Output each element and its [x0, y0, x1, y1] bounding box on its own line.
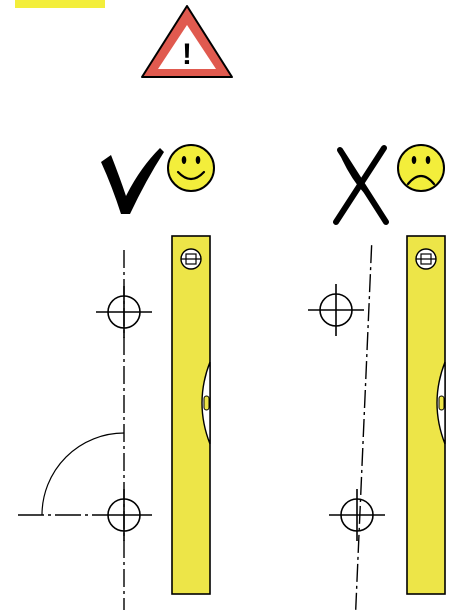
lower-hole-marker-offset [329, 489, 385, 541]
correct-panel [18, 144, 215, 610]
upper-hole-marker [96, 286, 152, 338]
smiley-happy-icon [167, 144, 215, 192]
warning-triangle-icon: ! [141, 5, 233, 78]
smiley-sad-icon [397, 144, 445, 192]
warning-glyph: ! [182, 38, 192, 71]
centre-axis-tilted [355, 245, 373, 610]
cross-icon [333, 145, 389, 225]
spirit-level-plumb [171, 235, 211, 595]
checkmark-icon [101, 148, 164, 214]
level-vial-top [180, 248, 202, 270]
upper-hole-marker-offset [308, 284, 364, 336]
right-angle-arc [41, 432, 125, 516]
level-vial-top-right [415, 248, 437, 270]
top-left-tab [15, 0, 105, 8]
level-vial-side [201, 361, 211, 445]
level-vial-side-right [436, 361, 446, 445]
lower-hole-marker [96, 489, 152, 541]
spirit-level-plumb-right [406, 235, 446, 595]
incorrect-panel [308, 144, 446, 610]
